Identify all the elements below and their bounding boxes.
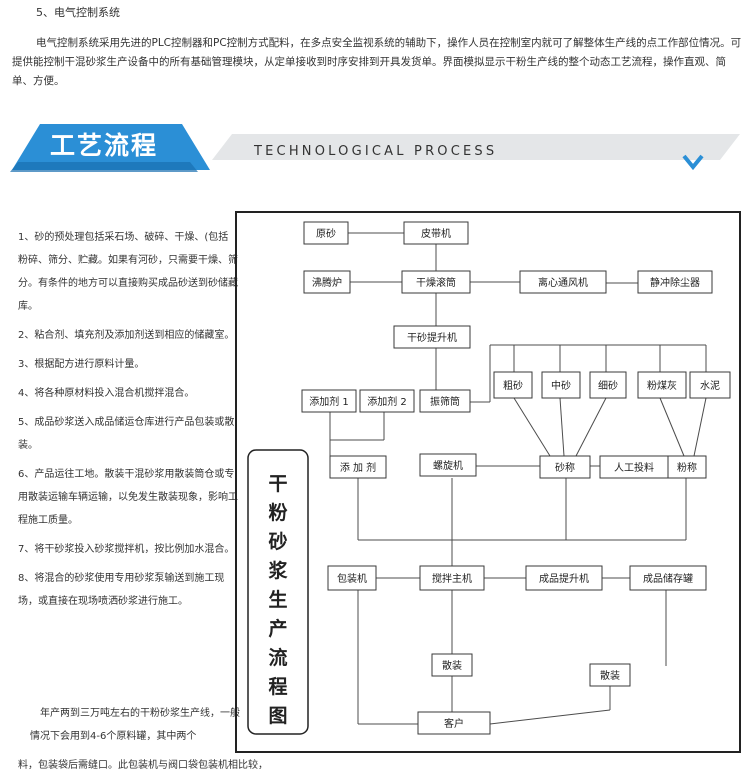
flow-node-label: 砂称 [555, 461, 575, 474]
flow-node-packer: 包装机 [327, 565, 377, 591]
flow-node-label: 散装 [600, 669, 620, 682]
flow-node-raw-sand: 原砂 [303, 221, 349, 245]
flow-node-label: 散装 [442, 659, 462, 672]
flow-node-elevator: 干砂提升机 [393, 325, 471, 349]
flow-node-screen: 振筛筒 [419, 389, 471, 413]
flow-node-dryer: 干燥滚筒 [401, 270, 471, 294]
step-6: 6、产品运往工地。散装干混砂浆用散装筒仓或专用散装运输车辆运输，以免发生散装现象… [18, 469, 238, 526]
flow-node-label: 干砂提升机 [407, 331, 457, 344]
flow-node-flyash: 粉煤灰 [637, 371, 687, 399]
flow-node-label: 粉称 [677, 461, 697, 474]
flow-node-label: 振筛筒 [430, 395, 460, 408]
intro-paragraph: 电气控制系统采用先进的PLC控制器和PC控制方式配料，在多点安全监视系统的辅助下… [12, 37, 742, 87]
flow-node-sand-weigh: 砂称 [539, 455, 591, 479]
flow-node-label: 中砂 [551, 379, 571, 392]
flow-node-label: 水泥 [700, 379, 720, 392]
flow-node-label: 包装机 [337, 572, 367, 585]
flow-node-label: 客户 [444, 717, 464, 730]
flow-node-customer: 客户 [417, 711, 491, 735]
flow-node-label: 人工投料 [614, 461, 654, 474]
vertical-title-char: 粉 [268, 501, 287, 524]
step-3: 3、根据配方进行原料计量。 [18, 359, 145, 370]
vertical-title-char: 流 [268, 646, 287, 669]
flow-node-additive: 添 加 剂 [329, 455, 387, 479]
flow-node-screw: 螺旋机 [419, 453, 477, 477]
flow-node-boiler: 沸腾炉 [303, 270, 351, 294]
flow-node-label: 干燥滚筒 [416, 276, 456, 289]
flow-node-cement: 水泥 [689, 371, 731, 399]
vertical-title-char: 砂 [268, 531, 287, 553]
vertical-title-char: 干 [268, 473, 287, 495]
flow-node-mixer: 搅拌主机 [419, 565, 485, 591]
vertical-title-char: 生 [268, 588, 287, 611]
process-banner [0, 118, 750, 180]
flow-node-bulk2: 散装 [589, 663, 631, 687]
flow-node-label: 静冲除尘器 [650, 276, 700, 289]
packing-note: 料，包装袋后需缝口。此包装机与阀口袋包装机相比较， [18, 760, 268, 771]
flow-node-label: 螺旋机 [433, 459, 463, 472]
step-7: 7、将干砂浆投入砂浆搅拌机，按比例加水混合。 [18, 544, 235, 555]
vertical-title-char: 图 [268, 705, 287, 727]
vertical-title-panel [247, 449, 309, 735]
flow-node-label: 细砂 [598, 379, 618, 392]
flow-node-label: 添 加 剂 [340, 461, 376, 474]
flow-node-label: 原砂 [316, 227, 336, 240]
flow-node-belt: 皮带机 [403, 221, 469, 245]
step-4: 4、将各种原材料投入混合机搅拌混合。 [18, 388, 195, 399]
flow-node-label: 添加剂 1 [309, 395, 349, 408]
section-title: 5、电气控制系统 [36, 6, 120, 19]
flow-node-label: 成品提升机 [539, 572, 589, 585]
vertical-title-char: 浆 [268, 559, 288, 582]
flow-node-fan: 离心通风机 [519, 270, 607, 294]
step-5: 5、成品砂浆送入成品储运仓库进行产品包装或散装。 [18, 417, 235, 451]
vertical-title-char: 程 [268, 676, 287, 698]
flow-node-product-store: 成品储存罐 [629, 565, 707, 591]
flow-node-label: 搅拌主机 [432, 572, 472, 585]
step-1: 1、砂的预处理包括采石场、破碎、干燥、(包括粉碎、筛分、贮藏。如果有河砂，只需要… [18, 232, 238, 312]
flow-node-label: 沸腾炉 [312, 276, 342, 289]
flow-node-label: 离心通风机 [538, 276, 588, 289]
capacity-note: 年产两到三万吨左右的干粉砂浆生产线，一般情况下会用到4-6个原料罐，其中两个 [30, 708, 240, 742]
flow-node-label: 粉煤灰 [647, 379, 677, 392]
flow-node-additive2: 添加剂 2 [359, 389, 415, 413]
flow-node-label: 粗砂 [503, 379, 523, 392]
flow-node-label: 添加剂 2 [367, 395, 407, 408]
flow-node-label: 皮带机 [421, 227, 451, 240]
flow-node-label: 成品储存罐 [643, 572, 693, 585]
flow-node-powder-weigh: 粉称 [667, 455, 707, 479]
flow-node-medium: 中砂 [541, 371, 581, 399]
flow-node-fine: 细砂 [589, 371, 627, 399]
flow-node-manual: 人工投料 [599, 455, 669, 479]
banner-subtitle: TECHNOLOGICAL PROCESS [254, 144, 498, 159]
flow-node-coarse: 粗砂 [493, 371, 533, 399]
process-steps: 1、砂的预处理包括采石场、破碎、干燥、(包括粉碎、筛分、贮藏。如果有河砂，只需要… [18, 226, 238, 619]
step-8: 8、将混合的砂浆使用专用砂浆泵输送到施工现场，或直接在现场喷洒砂浆进行施工。 [18, 573, 225, 607]
banner-title: 工艺流程 [50, 131, 159, 160]
flow-node-additive1: 添加剂 1 [301, 389, 357, 413]
flow-node-bulk1: 散装 [431, 653, 473, 677]
chevron-down-icon [682, 154, 704, 171]
step-2: 2、粘合剂、填充剂及添加剂送到相应的储藏室。 [18, 330, 235, 341]
flow-node-dust: 静冲除尘器 [637, 270, 713, 294]
vertical-title-char: 产 [268, 617, 287, 640]
flow-node-product-lift: 成品提升机 [525, 565, 603, 591]
